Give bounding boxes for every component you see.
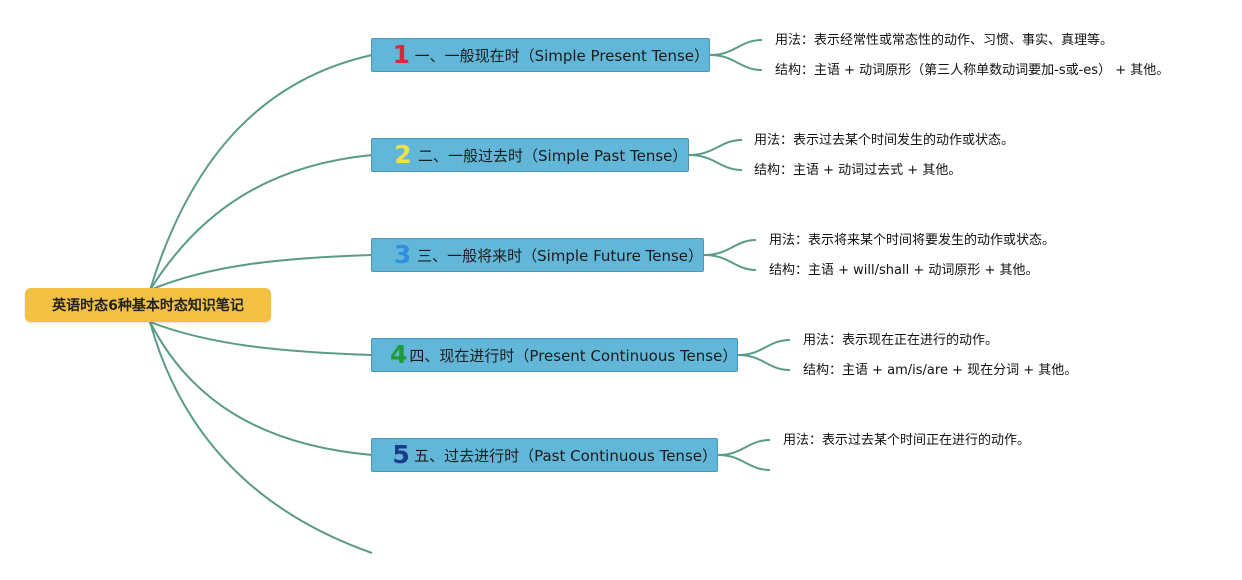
leaf-structure[interactable]: 结构：主语 + will/shall + 动词原形 + 其他。 <box>769 262 1039 280</box>
connector-root-branch-6 <box>149 321 373 554</box>
connector-b4-leaf-1 <box>737 339 791 356</box>
leaf-text: 用法：表示将来某个时间将要发生的动作或状态。 <box>769 233 1056 248</box>
connector-b5-leaf-2 <box>717 454 771 471</box>
number-3-icon: 3 <box>393 240 412 269</box>
leaf-text: 结构：主语 + 动词原形（第三人称单数动词要加-s或-es） + 其他。 <box>775 63 1170 78</box>
connector-root-branch-1 <box>149 54 373 291</box>
number-5-icon: 5 <box>392 440 410 469</box>
connector-root-branch-5 <box>149 321 373 456</box>
leaf-text: 用法：表示现在正在进行的动作。 <box>803 333 999 348</box>
leaf-text: 用法：表示过去某个时间发生的动作或状态。 <box>754 133 1015 148</box>
number-1-icon: 1 <box>392 40 410 69</box>
root-topic[interactable]: 英语时态6种基本时态知识笔记 <box>25 288 271 322</box>
root-title: 英语时态6种基本时态知识笔记 <box>52 298 244 314</box>
connector-b1-leaf-2 <box>709 54 763 71</box>
branch-simple-past[interactable]: 2 二、一般过去时（Simple Past Tense） <box>371 138 689 172</box>
connector-root-branch-3 <box>149 254 373 291</box>
connector-root-branch-4 <box>149 321 373 356</box>
leaf-usage[interactable]: 用法：表示将来某个时间将要发生的动作或状态。 <box>769 232 1055 250</box>
leaf-text: 用法：表示过去某个时间正在进行的动作。 <box>783 433 1031 448</box>
branch-past-continuous[interactable]: 5 五、过去进行时（Past Continuous Tense） <box>371 438 718 472</box>
leaf-text: 结构：主语 + will/shall + 动词原形 + 其他。 <box>769 263 1039 278</box>
branch-simple-future[interactable]: 3 三、一般将来时（Simple Future Tense） <box>371 238 704 272</box>
leaf-structure[interactable]: 结构：主语 + 动词原形（第三人称单数动词要加-s或-es） + 其他。 <box>775 62 1169 80</box>
branch-label: 五、过去进行时（Past Continuous Tense） <box>414 446 717 465</box>
connector-b4-leaf-2 <box>737 354 791 371</box>
leaf-usage[interactable]: 用法：表示经常性或常态性的动作、习惯、事实、真理等。 <box>775 32 1113 50</box>
branch-label: 三、一般将来时（Simple Future Tense） <box>417 246 703 265</box>
connector-root-branch-2 <box>149 154 373 291</box>
connector-b5-leaf-1 <box>717 439 771 456</box>
leaf-usage[interactable]: 用法：表示现在正在进行的动作。 <box>803 332 998 350</box>
branch-label: 四、现在进行时（Present Continuous Tense） <box>409 346 738 365</box>
branch-label: 二、一般过去时（Simple Past Tense） <box>418 146 688 165</box>
leaf-text: 结构：主语 + am/is/are + 现在分词 + 其他。 <box>803 363 1078 378</box>
branch-present-continuous[interactable]: 4 四、现在进行时（Present Continuous Tense） <box>371 338 738 372</box>
number-4-icon: 4 <box>390 340 408 369</box>
leaf-usage[interactable]: 用法：表示过去某个时间正在进行的动作。 <box>783 432 1030 450</box>
branch-simple-present[interactable]: 1 一、一般现在时（Simple Present Tense） <box>371 38 710 72</box>
leaf-text: 结构：主语 + 动词过去式 + 其他。 <box>754 163 962 178</box>
connector-b2-leaf-2 <box>688 154 743 171</box>
leaf-text: 用法：表示经常性或常态性的动作、习惯、事实、真理等。 <box>775 33 1114 48</box>
number-2-icon: 2 <box>394 140 412 169</box>
connector-b1-leaf-1 <box>709 39 763 56</box>
leaf-structure[interactable]: 结构：主语 + am/is/are + 现在分词 + 其他。 <box>803 362 1077 380</box>
branch-label: 一、一般现在时（Simple Present Tense） <box>414 46 709 65</box>
leaf-structure[interactable]: 结构：主语 + 动词过去式 + 其他。 <box>754 162 961 180</box>
connector-b2-leaf-1 <box>688 139 743 156</box>
leaf-usage[interactable]: 用法：表示过去某个时间发生的动作或状态。 <box>754 132 1014 150</box>
connector-b3-leaf-2 <box>703 254 757 271</box>
connector-b3-leaf-1 <box>703 239 757 256</box>
